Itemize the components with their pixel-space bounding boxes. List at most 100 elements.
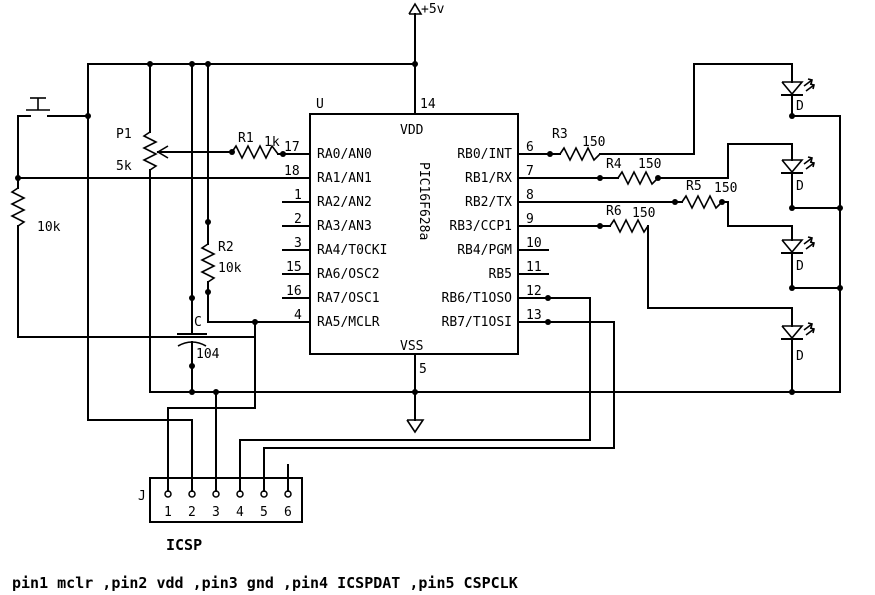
led-2: D xyxy=(781,143,815,211)
left-pin-num: 15 xyxy=(286,260,302,275)
right-pin-num: 9 xyxy=(526,212,534,227)
left-pin-num: 3 xyxy=(294,236,302,251)
pin-leads xyxy=(17,153,676,323)
r2-ref: R2 xyxy=(218,240,234,255)
connector-pin-6: 6 xyxy=(284,505,292,520)
right-pin-label: RB6/T1OSO xyxy=(442,291,513,306)
connector-pin-4: 4 xyxy=(236,505,244,520)
icsp-wiring xyxy=(167,295,615,479)
chip-vss-pin: 5 xyxy=(419,362,427,377)
connector-label: ICSP xyxy=(166,536,202,554)
connector-body xyxy=(149,477,303,523)
right-pin-label: RB3/CCP1 xyxy=(449,219,512,234)
right-pin-7: 12 RB6/T1OSO xyxy=(442,284,542,306)
right-pin-num: 10 xyxy=(526,236,542,251)
resistor-r4: R4 150 xyxy=(597,143,793,186)
vcc-label: +5v xyxy=(421,2,445,17)
right-pin-num: 6 xyxy=(526,140,534,155)
led-return-rail xyxy=(791,115,843,393)
right-pin-num: 8 xyxy=(526,188,534,203)
right-pin-num: 11 xyxy=(526,260,542,275)
right-pin-num: 7 xyxy=(526,164,534,179)
left-pin-5: 3 RA4/T0CKI xyxy=(294,236,387,258)
right-pin-6: 11 RB5 xyxy=(489,260,542,282)
vdd-rail xyxy=(85,61,418,479)
resistor-r6: R6 150 xyxy=(597,204,793,309)
right-pin-label: RB5 xyxy=(489,267,512,282)
left-pin-label: RA4/T0CKI xyxy=(317,243,387,258)
c-ref: C xyxy=(194,315,202,330)
left-pin-2: 18 RA1/AN1 xyxy=(284,164,372,186)
chip-ref: U xyxy=(316,97,324,112)
r1-ref: R1 xyxy=(238,131,254,146)
left-pin-label: RA5/MCLR xyxy=(317,315,380,330)
led-2-ref: D xyxy=(796,179,804,194)
left-pin-label: RA7/OSC1 xyxy=(317,291,380,306)
r4-value: 150 xyxy=(638,157,661,172)
right-pin-2: 7 RB1/RX xyxy=(465,164,534,186)
left-pin-label: RA1/AN1 xyxy=(317,171,372,186)
r2-value: 10k xyxy=(218,261,242,276)
connector-pin-1: 1 xyxy=(164,505,172,520)
r4-ref: R4 xyxy=(606,157,622,172)
r6-value: 150 xyxy=(632,206,655,221)
left-pin-label: RA0/AN0 xyxy=(317,147,372,162)
left-pin-num: 2 xyxy=(294,212,302,227)
r3-value: 150 xyxy=(582,135,605,150)
connector-ref: J xyxy=(138,489,146,504)
capacitor-c: C 104 xyxy=(177,63,220,393)
chip-vdd-label: VDD xyxy=(400,123,424,138)
connector-pin-5: 5 xyxy=(260,505,268,520)
led-3-ref: D xyxy=(796,259,804,274)
push-button xyxy=(17,97,89,179)
left-pin-num: 4 xyxy=(294,308,302,323)
chip-name: PIC16F628a xyxy=(416,162,431,240)
r3-ref: R3 xyxy=(552,127,568,142)
resistor-10k-value: 10k xyxy=(37,220,61,235)
led-4: D xyxy=(781,307,815,395)
resistor-r3: R3 150 xyxy=(547,63,793,162)
p1-ref: P1 xyxy=(116,127,132,142)
right-pin-label: RB4/PGM xyxy=(457,243,512,258)
connector-pin-3: 3 xyxy=(212,505,220,520)
r1-value: 1k xyxy=(264,135,280,150)
p1-value: 5k xyxy=(116,159,132,174)
r6-ref: R6 xyxy=(606,204,622,219)
left-pin-num: 17 xyxy=(284,140,300,155)
potentiometer-p1: P1 5k xyxy=(116,63,233,393)
left-pin-label: RA3/AN3 xyxy=(317,219,372,234)
led-3: D xyxy=(781,225,815,291)
left-pin-4: 2 RA3/AN3 xyxy=(294,212,372,234)
r5-ref: R5 xyxy=(686,179,702,194)
resistor-r2: R2 10k xyxy=(200,63,258,325)
resistor-r5: R5 150 xyxy=(672,179,793,227)
right-pin-num: 13 xyxy=(526,308,542,323)
left-pin-1: 17 RA0/AN0 xyxy=(284,140,372,162)
resistor-10k: 10k xyxy=(10,175,256,338)
connector-pin-2: 2 xyxy=(188,505,196,520)
icsp-connector: J 1 2 3 4 5 6 ICSP xyxy=(138,477,303,554)
gnd-rail xyxy=(149,353,841,434)
left-pin-num: 18 xyxy=(284,164,300,179)
right-pin-label: RB0/INT xyxy=(457,147,512,162)
r5-value: 150 xyxy=(714,181,737,196)
resistor-r1: R1 1k xyxy=(229,131,286,160)
led-1: D xyxy=(781,63,815,119)
right-pin-label: RB1/RX xyxy=(465,171,512,186)
right-pin-num: 12 xyxy=(526,284,542,299)
chip-vss-label: VSS xyxy=(400,339,423,354)
right-pin-label: RB7/T1OSI xyxy=(442,315,512,330)
left-pin-8: 4 RA5/MCLR xyxy=(294,308,380,330)
pin-caption: pin1 mclr ,pin2 vdd ,pin3 gnd ,pin4 ICSP… xyxy=(12,574,518,592)
right-pin-8: 13 RB7/T1OSI xyxy=(442,308,542,330)
chip-vdd-pin: 14 xyxy=(420,97,436,112)
right-pin-4: 9 RB3/CCP1 xyxy=(449,212,533,234)
right-pin-5: 10 RB4/PGM xyxy=(457,236,541,258)
c-value: 104 xyxy=(196,347,220,362)
